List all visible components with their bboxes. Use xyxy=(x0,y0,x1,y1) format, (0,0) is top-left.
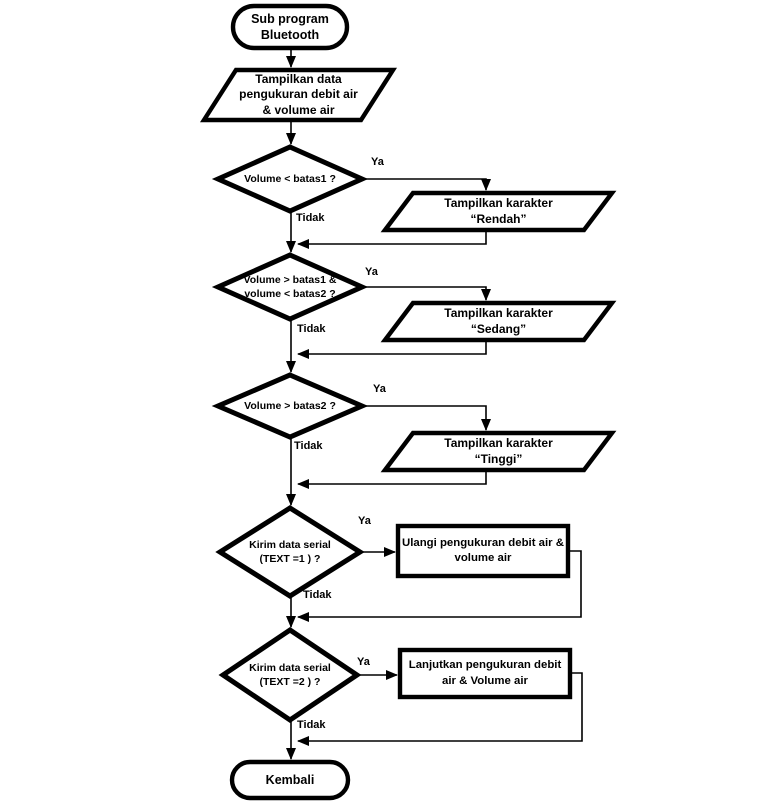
edge-label-ya-2: Ya xyxy=(365,266,378,278)
edge-tinggi-return xyxy=(297,470,487,489)
repeat-measure-rect-shape xyxy=(395,523,571,579)
check-low-diamond-shape xyxy=(211,144,369,214)
edge-label-tidak-1: Tidak xyxy=(296,212,325,224)
show-tinggi-label: Tampilkan karakter “Tinggi” xyxy=(444,435,553,466)
edge-label-tidak-4: Tidak xyxy=(303,589,332,601)
edge-continue-return xyxy=(297,672,583,746)
check-text2-diamond-shape xyxy=(218,626,362,724)
edge-rendah-return xyxy=(297,230,487,249)
edge-label-ya-3: Ya xyxy=(373,383,386,395)
edge-label-tidak-5: Tidak xyxy=(297,719,326,731)
edge-repeat-return xyxy=(297,550,582,622)
end-label: Kembali xyxy=(265,772,315,787)
check-low-label: Volume < batas1 ? xyxy=(244,172,336,185)
show-sedang-parallelogram-shape xyxy=(380,300,617,343)
edge-label-tidak-3: Tidak xyxy=(294,440,323,452)
show-rendah-label: Tampilkan karakter “Rendah” xyxy=(444,195,553,226)
edge-label-ya-5: Ya xyxy=(357,656,370,668)
check-mid-diamond-shape xyxy=(211,252,369,322)
check-high-label: Volume > batas2 ? xyxy=(244,399,336,412)
edge-check-high-yes xyxy=(362,405,491,431)
edge-sedang-return xyxy=(297,340,487,359)
continue-measure-rect-shape xyxy=(397,647,573,700)
display-data-label: Tampilkan data pengukuran debit air & vo… xyxy=(239,71,358,117)
show-tinggi-parallelogram-shape xyxy=(380,430,617,473)
continue-measure-label: Lanjutkan pengukuran debit air & Volume … xyxy=(408,659,562,687)
edge-label-ya-4: Ya xyxy=(358,515,371,527)
check-text1-label: Kirim data serial (TEXT =1 ) ? xyxy=(249,538,331,565)
show-rendah-parallelogram-shape xyxy=(380,190,617,233)
edge-label-ya-1: Ya xyxy=(371,156,384,168)
start-label: Sub program Bluetooth xyxy=(251,11,329,42)
check-text2-label: Kirim data serial (TEXT =2 ) ? xyxy=(249,661,331,688)
end-terminator-shape xyxy=(229,759,351,801)
display-data-parallelogram-shape xyxy=(199,67,398,123)
check-high-diamond-shape xyxy=(211,372,369,440)
check-text1-diamond-shape xyxy=(215,505,365,599)
edge-label-tidak-2: Tidak xyxy=(297,323,326,335)
edge-check-mid-yes xyxy=(362,286,491,301)
repeat-measure-label: Ulangi pengukuran debit air & volume air xyxy=(401,536,565,564)
show-sedang-label: Tampilkan karakter “Sedang” xyxy=(444,305,553,336)
check-mid-label: Volume > batas1 & volume < batas2 ? xyxy=(243,273,337,300)
start-terminator-shape xyxy=(230,3,350,51)
edge-check-low-yes xyxy=(362,178,491,191)
